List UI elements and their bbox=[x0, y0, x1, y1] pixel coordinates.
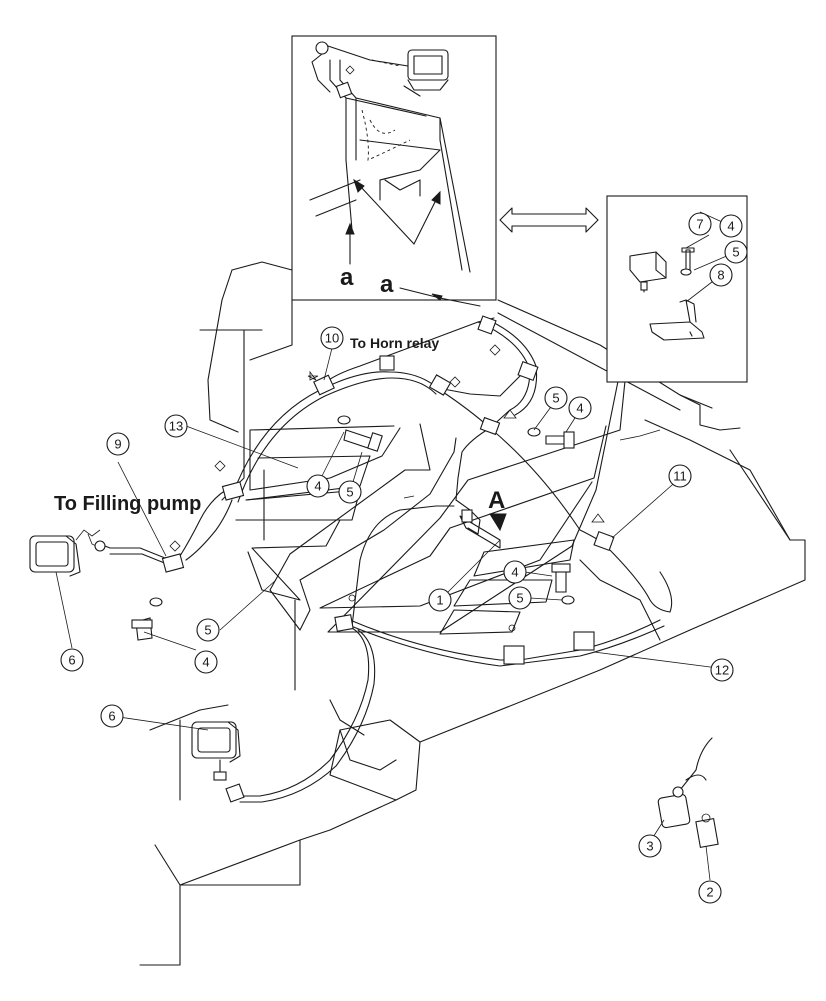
chevron-panels bbox=[235, 311, 633, 635]
horn-assembly: A bbox=[455, 487, 507, 549]
svg-text:5: 5 bbox=[204, 623, 211, 638]
svg-text:11: 11 bbox=[673, 469, 687, 484]
callout-4-upper-right: 4 bbox=[568, 396, 592, 420]
svg-text:8: 8 bbox=[717, 268, 724, 283]
callout-4-center: 4 bbox=[306, 474, 330, 498]
callout-5-right: 5 bbox=[508, 586, 532, 610]
svg-text:4: 4 bbox=[727, 219, 734, 234]
callout-7: 7 bbox=[688, 212, 712, 236]
double-arrow-icon bbox=[499, 207, 599, 233]
callout-4-inset: 4 bbox=[719, 214, 743, 238]
detail-a-top-label: a bbox=[340, 264, 354, 291]
svg-text:5: 5 bbox=[552, 391, 559, 406]
svg-text:5: 5 bbox=[346, 485, 353, 500]
svg-text:13: 13 bbox=[169, 419, 183, 434]
marker-symbols bbox=[169, 344, 605, 632]
switch-assembly bbox=[657, 737, 719, 849]
svg-text:4: 4 bbox=[511, 565, 518, 580]
callout-10: 10 bbox=[320, 326, 344, 350]
svg-text:12: 12 bbox=[715, 663, 729, 678]
callout-5-left: 5 bbox=[196, 618, 220, 642]
callout-9: 9 bbox=[106, 432, 130, 456]
view-a-label: A bbox=[488, 487, 505, 514]
work-light-lower bbox=[191, 721, 241, 781]
callout-2: 2 bbox=[698, 880, 722, 904]
callout-12: 12 bbox=[710, 658, 734, 682]
to-horn-relay-label: To Horn relay bbox=[350, 335, 439, 351]
svg-text:5: 5 bbox=[516, 591, 523, 606]
callout-5-center: 5 bbox=[338, 480, 362, 504]
callout-6-upper: 6 bbox=[60, 648, 84, 672]
svg-text:4: 4 bbox=[576, 401, 583, 416]
callout-4-left: 4 bbox=[194, 650, 218, 674]
callout-8: 8 bbox=[709, 263, 733, 287]
svg-text:6: 6 bbox=[108, 709, 115, 724]
svg-text:3: 3 bbox=[646, 839, 653, 854]
to-filling-pump-label: To Filling pump bbox=[54, 493, 201, 515]
callout-3: 3 bbox=[638, 834, 662, 858]
callout-1: 1 bbox=[428, 588, 452, 612]
bolts-washers bbox=[131, 415, 575, 641]
callout-5-inset: 5 bbox=[724, 240, 748, 264]
work-light-upper-left bbox=[29, 535, 81, 577]
wire-clamps bbox=[94, 315, 615, 803]
callout-13: 13 bbox=[164, 414, 188, 438]
svg-text:7: 7 bbox=[696, 217, 703, 232]
svg-text:1: 1 bbox=[436, 593, 443, 608]
svg-text:4: 4 bbox=[202, 655, 209, 670]
svg-text:4: 4 bbox=[314, 479, 321, 494]
svg-text:10: 10 bbox=[325, 331, 339, 346]
svg-text:2: 2 bbox=[706, 885, 713, 900]
svg-text:6: 6 bbox=[68, 653, 75, 668]
wire-harness bbox=[75, 287, 673, 803]
detail-a-main-label: a bbox=[380, 271, 394, 298]
callout-6-lower: 6 bbox=[100, 704, 124, 728]
svg-text:5: 5 bbox=[732, 245, 739, 260]
callout-4-right: 4 bbox=[503, 560, 527, 584]
callout-11: 11 bbox=[668, 464, 692, 488]
svg-text:9: 9 bbox=[114, 437, 121, 452]
detail-a-inset: a bbox=[291, 35, 497, 301]
callout-5-upper-right: 5 bbox=[544, 386, 568, 410]
